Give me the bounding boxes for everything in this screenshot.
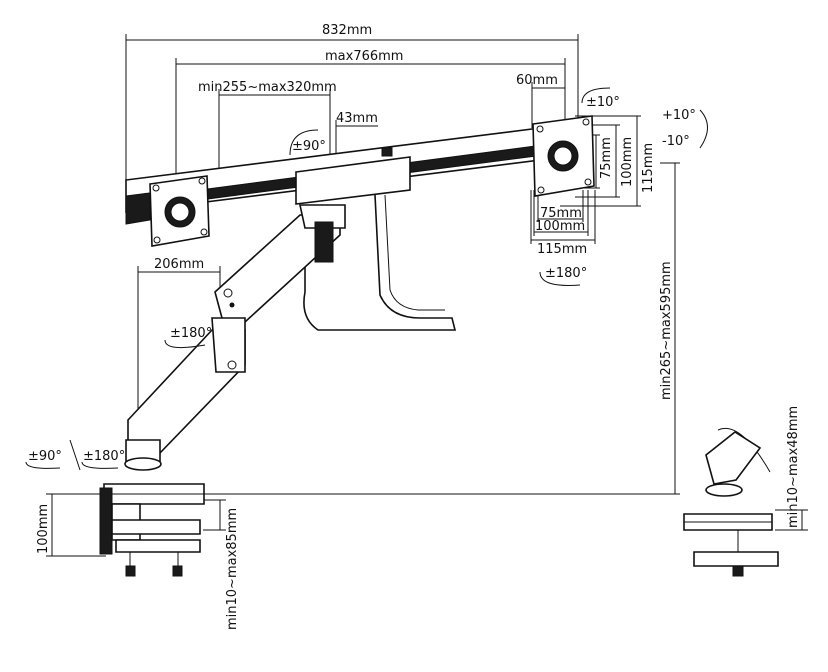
desk-clamp [99, 483, 205, 577]
label-rotate-arm: ±180° [170, 326, 212, 341]
label-offset-206: 206mm [154, 257, 204, 272]
rotate-arrow-icon [581, 87, 611, 104]
label-base-swivel-b: ±180° [83, 449, 125, 464]
vesa-plate-right [532, 115, 595, 197]
label-depth-small: 43mm [336, 111, 378, 126]
label-vesa-100-w: 100mm [535, 219, 585, 234]
rotation-labels: ±90° ±10° +10° -10° ±180° ±180° ±90° ±18… [28, 95, 696, 464]
label-arm-reach: min255~max320mm [198, 80, 337, 95]
rotate-arrow-icon [25, 461, 61, 469]
rotate-arrow-icon [81, 461, 119, 469]
dimension-lines [46, 34, 808, 557]
label-vesa-115-h: 115mm [641, 143, 656, 193]
upper-arm [214, 204, 346, 323]
label-tilt-down: -10° [662, 134, 690, 149]
label-clamp-height: 100mm [36, 504, 51, 554]
tilt-arrow-icon [699, 109, 708, 149]
label-swivel-bar: ±90° [292, 139, 326, 154]
label-height-range: min265~max595mm [659, 261, 674, 400]
label-vesa-75-h: 75mm [599, 137, 614, 179]
label-tilt-up: +10° [662, 108, 696, 123]
lower-arm [124, 317, 246, 471]
label-offset-60: 60mm [516, 73, 558, 88]
label-vesa-100-h: 100mm [620, 137, 635, 187]
rotate-arrow-icon [289, 129, 319, 156]
dimension-labels: 832mm max766mm min255~max320mm 43mm 60mm… [36, 23, 801, 630]
label-grommet-thickness: min10~max48mm [786, 406, 801, 528]
label-base-swivel-a: ±90° [28, 449, 62, 464]
rotate-arrow-icon [539, 271, 581, 286]
rotate-arrow-icon [164, 339, 206, 349]
grommet-mount [683, 428, 779, 577]
rotation-indicators [25, 87, 708, 471]
label-clamp-thickness: min10~max85mm [225, 508, 240, 630]
label-vesa-115-w: 115mm [537, 242, 587, 257]
label-max-width: max766mm [325, 49, 403, 64]
label-rotate-vesa: ±180° [545, 266, 587, 281]
label-total-width: 832mm [322, 23, 372, 38]
vesa-plate-left [149, 175, 210, 247]
label-tilt-small: ±10° [586, 95, 620, 110]
label-vesa-75-w: 75mm [540, 206, 582, 221]
